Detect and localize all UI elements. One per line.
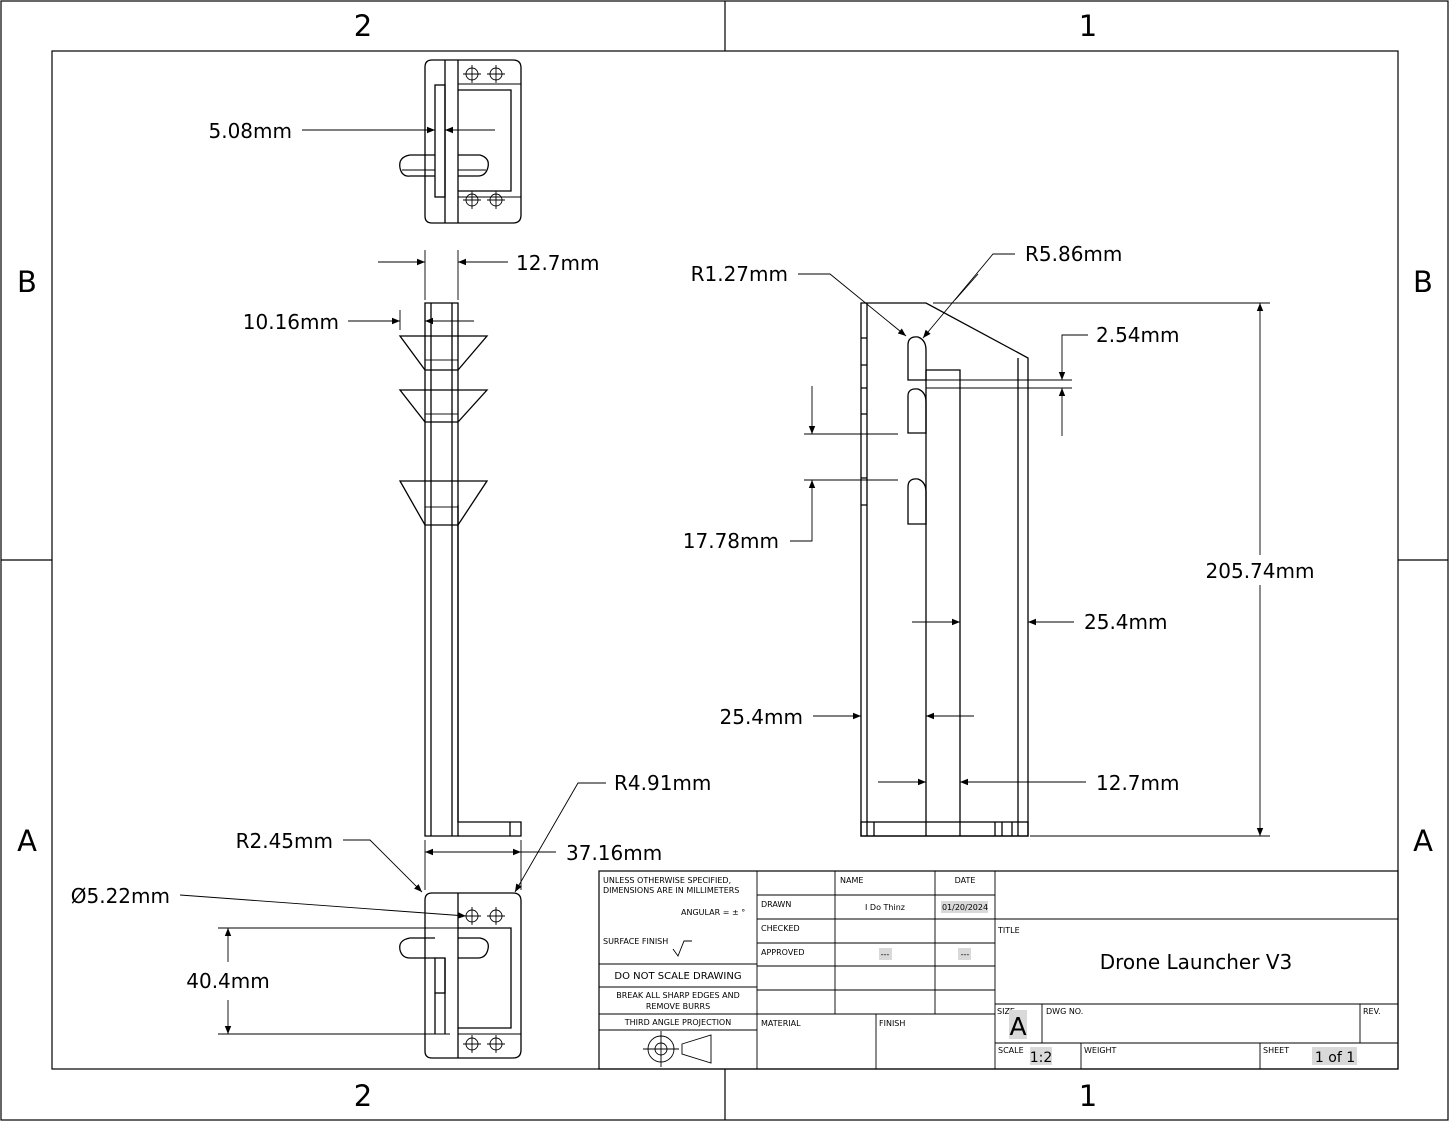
tb-row-checked: CHECKED	[761, 924, 800, 933]
zone-label-right-a: A	[1413, 824, 1433, 858]
tb-weight-label: WEIGHT	[1084, 1046, 1117, 1055]
dim-label-37-16: 37.16mm	[566, 841, 662, 865]
tb-break-edges-1: BREAK ALL SHARP EDGES AND	[616, 991, 740, 1000]
tb-col-name: NAME	[840, 876, 863, 885]
dim-label-dia-5-22: Ø5.22mm	[71, 884, 170, 908]
dimension-12-7-top: 12.7mm	[378, 250, 600, 300]
dim-label-r4-91: R4.91mm	[614, 771, 711, 795]
tb-rev-label: REV.	[1363, 1007, 1381, 1016]
dimension-40-4: 40.4mm	[186, 927, 458, 1035]
front-view	[398, 302, 522, 837]
tb-finish: FINISH	[879, 1019, 905, 1028]
dimension-205-74: 205.74mm	[933, 302, 1315, 837]
tb-note-line2: DIMENSIONS ARE IN MILLIMETERS	[603, 886, 739, 895]
tb-scale-label: SCALE	[998, 1046, 1024, 1055]
tb-row-drawn: DRAWN	[761, 900, 791, 909]
dim-label-10-16: 10.16mm	[243, 310, 339, 334]
third-angle-projection-icon	[643, 1031, 712, 1067]
dimension-r1-27: R1.27mm	[691, 262, 907, 337]
dimension-5-08: 5.08mm	[209, 119, 495, 143]
zone-label-bottom-2: 2	[354, 1079, 372, 1113]
tb-angular: ANGULAR = ± °	[681, 908, 745, 917]
dimension-12-7-bottom: 12.7mm	[878, 771, 1180, 795]
zone-label-left-b: B	[17, 265, 37, 299]
tb-size-value: A	[1009, 1012, 1026, 1041]
dim-label-r2-45: R2.45mm	[236, 829, 333, 853]
tb-note-line1: UNLESS OTHERWISE SPECIFIED,	[603, 876, 731, 885]
dim-label-r5-86: R5.86mm	[1025, 242, 1122, 266]
zone-labels: 2 1 2 1 B A B A	[17, 9, 1433, 1113]
tb-scale-value: 1:2	[1030, 1050, 1053, 1066]
dim-label-12-7-bottom: 12.7mm	[1096, 771, 1180, 795]
tb-drawn-date: 01/20/2024	[942, 903, 988, 912]
dimension-r2-45: R2.45mm	[236, 829, 423, 893]
tb-surface-finish: SURFACE FINISH	[603, 937, 668, 946]
tb-sheet-label: SHEET	[1263, 1046, 1289, 1055]
tb-material: MATERIAL	[761, 1019, 801, 1028]
dimension-2-54: 2.54mm	[1058, 323, 1180, 436]
bottom-view	[399, 892, 522, 1059]
drawing-title: Drone Launcher V3	[1100, 950, 1292, 974]
zone-label-left-a: A	[17, 824, 37, 858]
tb-title-label: TITLE	[997, 926, 1020, 935]
zone-label-top-2: 2	[354, 9, 372, 43]
dimension-25-4-right: 25.4mm	[912, 610, 1168, 634]
tb-row-approved: APPROVED	[761, 948, 805, 957]
dim-label-205-74: 205.74mm	[1206, 559, 1315, 583]
zone-label-top-1: 1	[1079, 9, 1097, 43]
title-block: UNLESS OTHERWISE SPECIFIED, DIMENSIONS A…	[598, 870, 1399, 1070]
dim-label-40-4: 40.4mm	[186, 969, 270, 993]
tb-break-edges-2: REMOVE BURRS	[646, 1002, 710, 1011]
tb-sheet-value: 1 of 1	[1315, 1050, 1355, 1066]
dimension-10-16: 10.16mm	[243, 310, 474, 334]
side-view	[860, 302, 1072, 837]
dim-label-25-4-left: 25.4mm	[720, 705, 804, 729]
dimension-37-16: 37.16mm	[424, 840, 662, 890]
tb-col-date: DATE	[955, 876, 976, 885]
tb-size-label: SIZE	[997, 1007, 1015, 1016]
zone-label-right-b: B	[1413, 265, 1433, 299]
dimension-17-78: 17.78mm	[683, 386, 898, 553]
dimension-r5-86: R5.86mm	[922, 242, 1122, 339]
dimension-r4-91: R4.91mm	[514, 771, 711, 893]
zone-label-bottom-1: 1	[1079, 1079, 1097, 1113]
dim-label-17-78: 17.78mm	[683, 529, 779, 553]
dimension-25-4-left: 25.4mm	[720, 705, 974, 729]
dim-label-2-54: 2.54mm	[1096, 323, 1180, 347]
dim-label-5-08: 5.08mm	[209, 119, 293, 143]
tb-dwg-no-label: DWG NO.	[1046, 1007, 1083, 1016]
tb-approved-name: ---	[881, 950, 890, 959]
tb-do-not-scale: DO NOT SCALE DRAWING	[614, 971, 741, 982]
top-view	[399, 59, 522, 224]
tb-drawn-name: I Do Thinz	[865, 903, 905, 912]
dimension-diameter-5-22: Ø5.22mm	[71, 884, 467, 919]
tb-projection: THIRD ANGLE PROJECTION	[624, 1018, 731, 1027]
tb-approved-date: ---	[961, 950, 970, 959]
surface-finish-symbol	[672, 940, 692, 957]
dim-label-r1-27: R1.27mm	[691, 262, 788, 286]
dim-label-25-4-right: 25.4mm	[1084, 610, 1168, 634]
dim-label-12-7-top: 12.7mm	[516, 251, 600, 275]
